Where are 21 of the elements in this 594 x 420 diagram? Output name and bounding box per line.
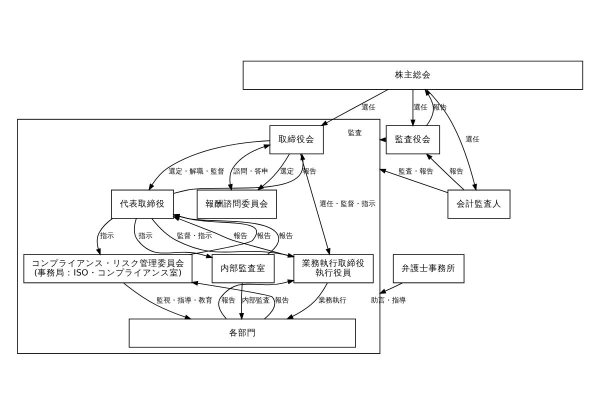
edge-label: 選定 [280, 166, 294, 176]
edge-label: 業務執行 [318, 295, 346, 304]
edge-label: 報告 [278, 230, 293, 240]
edge-label: 監督・指示 [176, 230, 212, 240]
edge-label: 選任 [465, 134, 480, 143]
edge-label: 監視・指導・教育 [156, 295, 213, 304]
edge-label: 指示 [100, 230, 114, 240]
edge-label: 報告 [256, 230, 271, 240]
edge-label: 選定・解職・監督 [168, 166, 224, 176]
edge-label: 指示 [138, 230, 152, 240]
edge-label: 監査・報告 [398, 166, 434, 176]
edge-label: 内部監査 [242, 295, 270, 304]
edge-label: 諮問・答申 [234, 166, 269, 176]
edge-label: 選任 [413, 102, 428, 111]
edge-label: 報告 [450, 166, 464, 176]
edge-label: 選任・監督・指示 [319, 198, 376, 208]
edge-label: 選任 [362, 102, 376, 111]
edge-label: 報告 [275, 295, 290, 304]
edge-label: 報告 [222, 295, 236, 304]
edge-label: 監査 [348, 128, 362, 137]
edge-label: 報告 [233, 230, 248, 240]
